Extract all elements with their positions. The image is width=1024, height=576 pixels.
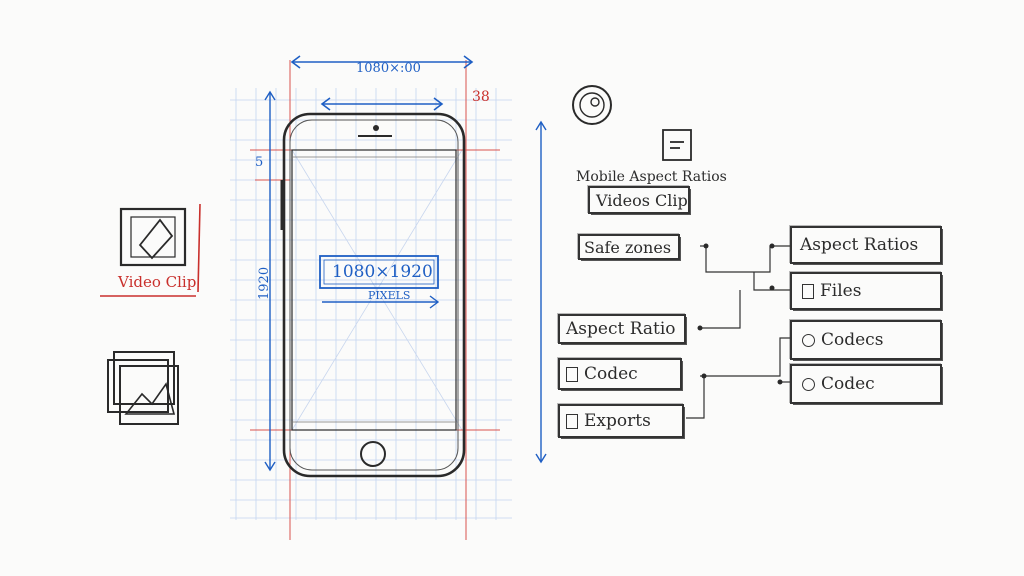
circle-icon	[802, 377, 815, 391]
phone-outline	[280, 112, 466, 478]
codec-right-label: Codec	[821, 374, 875, 394]
aspect-ratio-box[interactable]: Aspect Ratio	[558, 314, 686, 344]
header-text: Mobile Aspect Ratios	[576, 169, 727, 185]
construction-lines	[291, 149, 463, 431]
exports-label: Exports	[584, 411, 651, 431]
codecs-box[interactable]: Codecs	[790, 320, 942, 360]
side-dimension-label: 5	[255, 155, 264, 170]
pixels-arrow	[322, 295, 440, 309]
file-icon	[802, 283, 814, 299]
right-dimension-line	[535, 120, 547, 464]
file-icon	[566, 366, 578, 382]
top-dimension-arrows	[290, 55, 474, 111]
photos-icon	[107, 351, 179, 425]
codec-label: Codec	[584, 364, 638, 384]
connector-dots	[697, 243, 783, 385]
safe-zones-box[interactable]: Safe zones	[578, 234, 680, 260]
codec-right-box[interactable]: Codec	[790, 364, 942, 404]
video-clip-underline	[100, 203, 201, 297]
home-button	[360, 441, 386, 467]
video-clip-label: Video Clip	[118, 273, 197, 291]
vertical-dimension-label: 1920	[257, 266, 272, 300]
document-icon	[662, 129, 692, 161]
pixels-label: PIXELS	[368, 289, 411, 302]
left-dimension-line	[264, 90, 276, 472]
disc-icon	[802, 333, 815, 347]
exports-box[interactable]: Exports	[558, 404, 684, 438]
codec-box[interactable]: Codec	[558, 358, 682, 390]
video-clip-box[interactable]: Videos Clip	[588, 186, 690, 214]
resolution-label: 1080×1920	[332, 262, 433, 282]
connector-lines	[686, 245, 792, 419]
aspect-ratios-box[interactable]: Aspect Ratios	[790, 226, 942, 264]
export-icon	[566, 413, 578, 429]
aspect-ratios-label: Aspect Ratios	[800, 235, 919, 255]
settings-circle-icon	[572, 85, 612, 125]
blueprint-grid	[230, 88, 512, 520]
files-label: Files	[820, 281, 862, 301]
video-clip-box-label: Videos Clip	[596, 190, 688, 210]
top-dimension-label: 1080×:00	[356, 61, 421, 76]
corner-dimension-label: 38	[472, 89, 490, 105]
safe-zones-label: Safe zones	[584, 237, 672, 257]
files-box[interactable]: Files	[790, 272, 942, 310]
codecs-label: Codecs	[821, 330, 884, 350]
resolution-box	[319, 255, 439, 289]
camera-icon	[373, 125, 379, 131]
aspect-ratio-label: Aspect Ratio	[566, 319, 676, 339]
video-clip-icon	[119, 207, 187, 267]
